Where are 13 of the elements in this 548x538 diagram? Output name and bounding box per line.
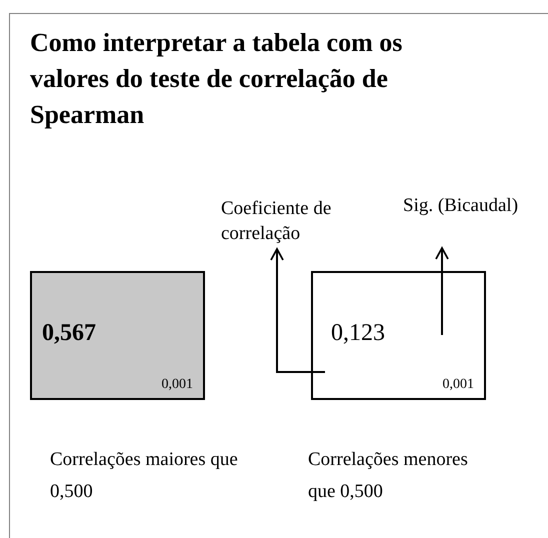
significance-value: 0,001 — [442, 378, 474, 392]
table-cell-box — [30, 271, 205, 400]
arrow — [270, 248, 325, 373]
title: Como interpretar a tabela com os valores do teste de correlação de Spearman — [30, 27, 404, 131]
arrow — [435, 247, 449, 335]
coefficient-value: 0,567 — [42, 321, 96, 345]
annotation-text: Sig. (Bicaudal) — [403, 193, 523, 218]
node-label: Correlações menores que 0,500 — [308, 448, 469, 504]
node-label: Correlações maiores que 0,500 — [50, 448, 239, 504]
table-cell-box — [311, 271, 486, 400]
annotation-text: Coeficiente de correlação — [221, 196, 356, 246]
significance-value: 0,001 — [162, 378, 193, 392]
coefficient-value: 0,123 — [331, 321, 385, 345]
